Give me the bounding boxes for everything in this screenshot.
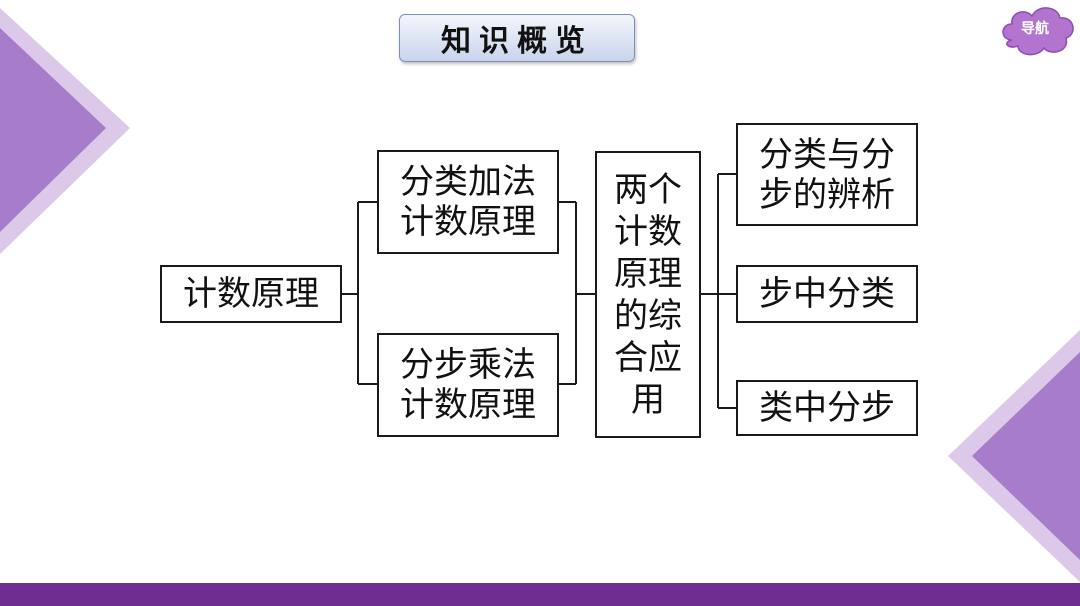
combined-node: 两个计数原理的综合应用: [595, 151, 701, 438]
title-banner: 知识概览: [399, 14, 635, 62]
root-node: 计数原理: [160, 265, 342, 323]
leaf-2-label: 步中分类: [759, 274, 895, 314]
leaf-node-3: 类中分步: [736, 380, 918, 436]
principle-mul-label: 分步乘法计数原理: [400, 345, 536, 425]
leaf-1-label: 分类与分步的辨析: [759, 134, 895, 215]
leaf-3-label: 类中分步: [759, 388, 895, 428]
cloud-icon: [1002, 7, 1074, 56]
principle-mul-node: 分步乘法计数原理: [377, 333, 559, 437]
page-title: 知识概览: [441, 24, 593, 59]
combined-connector: [700, 173, 737, 409]
principle-add-node: 分类加法计数原理: [377, 150, 559, 254]
root-label: 计数原理: [183, 274, 319, 314]
nav-button[interactable]: 导航: [998, 2, 1080, 62]
bottom-bar: [0, 583, 1080, 606]
principles-connector: [558, 201, 596, 385]
nav-label: 导航: [1021, 21, 1049, 37]
left-triangle: [0, 28, 106, 232]
principle-add-label: 分类加法计数原理: [400, 162, 536, 242]
right-triangle: [972, 352, 1080, 560]
combined-label: 两个计数原理的综合应用: [614, 169, 682, 420]
leaf-node-2: 步中分类: [736, 265, 918, 323]
leaf-node-1: 分类与分步的辨析: [736, 123, 918, 226]
root-connector: [341, 201, 378, 385]
